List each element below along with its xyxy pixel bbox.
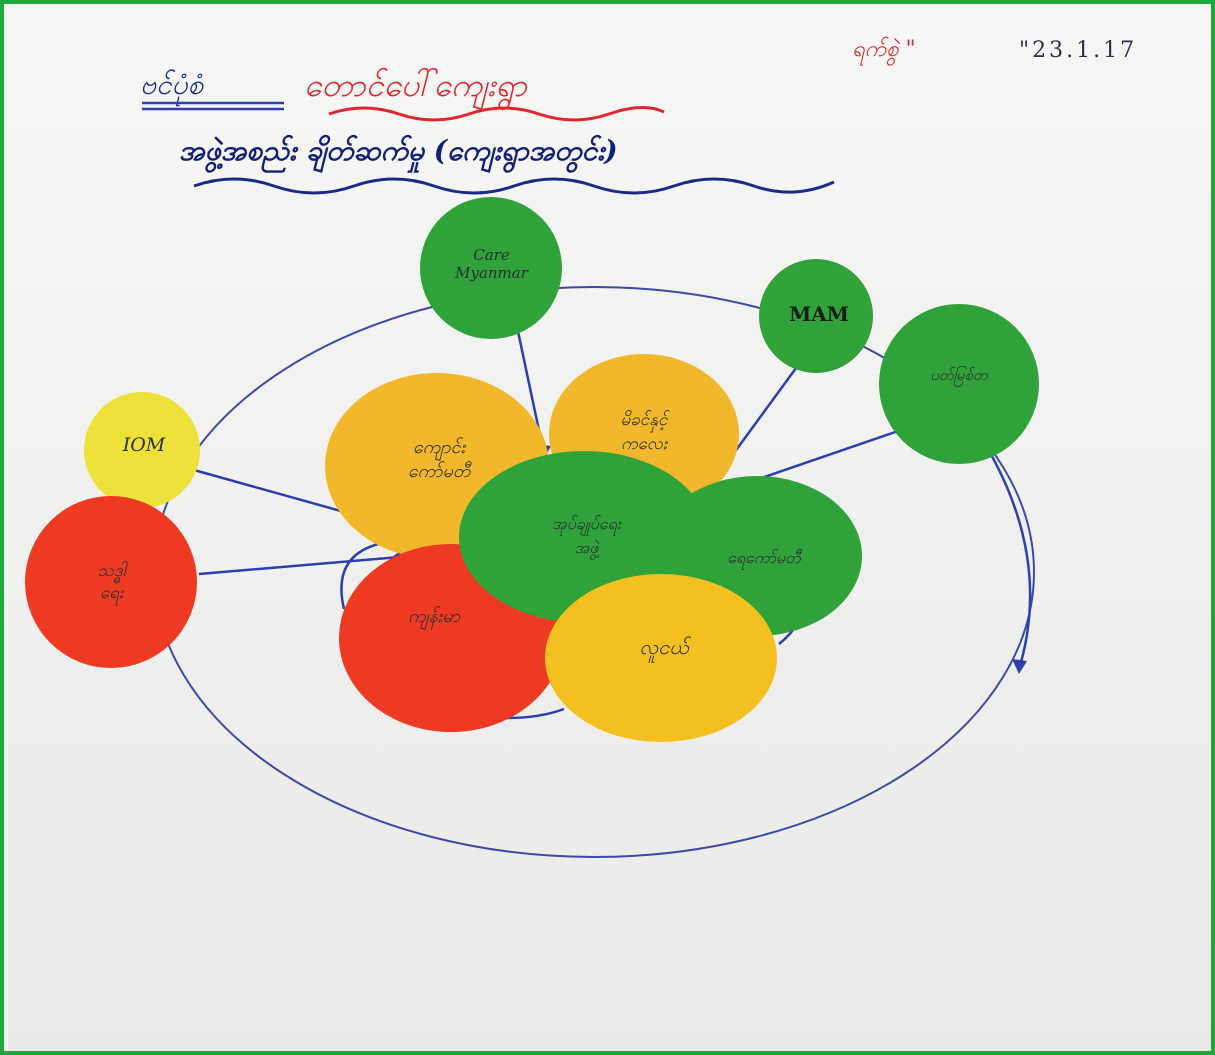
node-label-care-myanmar: Care Myanmar — [455, 246, 528, 282]
arrowhead-outer-right — [1012, 659, 1027, 674]
title-prefix: ဗင်ပုံစံ — [140, 68, 204, 101]
venn-diagram — [25, 101, 1039, 858]
date-value: "23.1.17 — [1019, 38, 1138, 63]
node-label-thaddhaw: သဒ္ဓါ ရေး — [97, 561, 126, 603]
node-circle-patmyit — [879, 304, 1039, 464]
node-label-village-admin: အုပ်ချုပ်ရေး အဖွဲ့ — [552, 514, 621, 557]
node-label-school-committee: ကျောင်း ကော်မတီ — [407, 437, 471, 482]
node-label-iom: IOM — [122, 434, 166, 456]
date-label: ရက်စွဲ " — [852, 37, 916, 62]
node-circle-iom — [84, 392, 200, 508]
node-circle-thaddhaw — [25, 496, 197, 668]
page-subtitle: အဖွဲ့အစည်း ချိတ်ဆက်မှု (ကျေးရွာအတွင်း) — [179, 134, 618, 167]
node-label-water-committee: ရေကော်မတီ — [727, 548, 801, 567]
node-circle-mam — [759, 259, 873, 373]
page-title: တောင်ပေါ်ကျေးရွာ — [304, 66, 527, 104]
node-circle-youth — [545, 574, 777, 742]
connector-outer-right — [977, 433, 1032, 670]
title-underline — [328, 106, 665, 122]
node-circle-care-myanmar — [420, 197, 562, 339]
node-label-youth: လူငယ် — [639, 635, 689, 659]
subtitle-underline — [193, 177, 835, 195]
node-label-patmyit: ပတ်မြစ်တ — [930, 366, 988, 384]
node-label-mothers: မိခင်နှင့် ကလေး — [620, 410, 668, 454]
node-label-mam: MAM — [789, 302, 849, 326]
node-label-health: ကျန်းမာ — [407, 606, 461, 627]
